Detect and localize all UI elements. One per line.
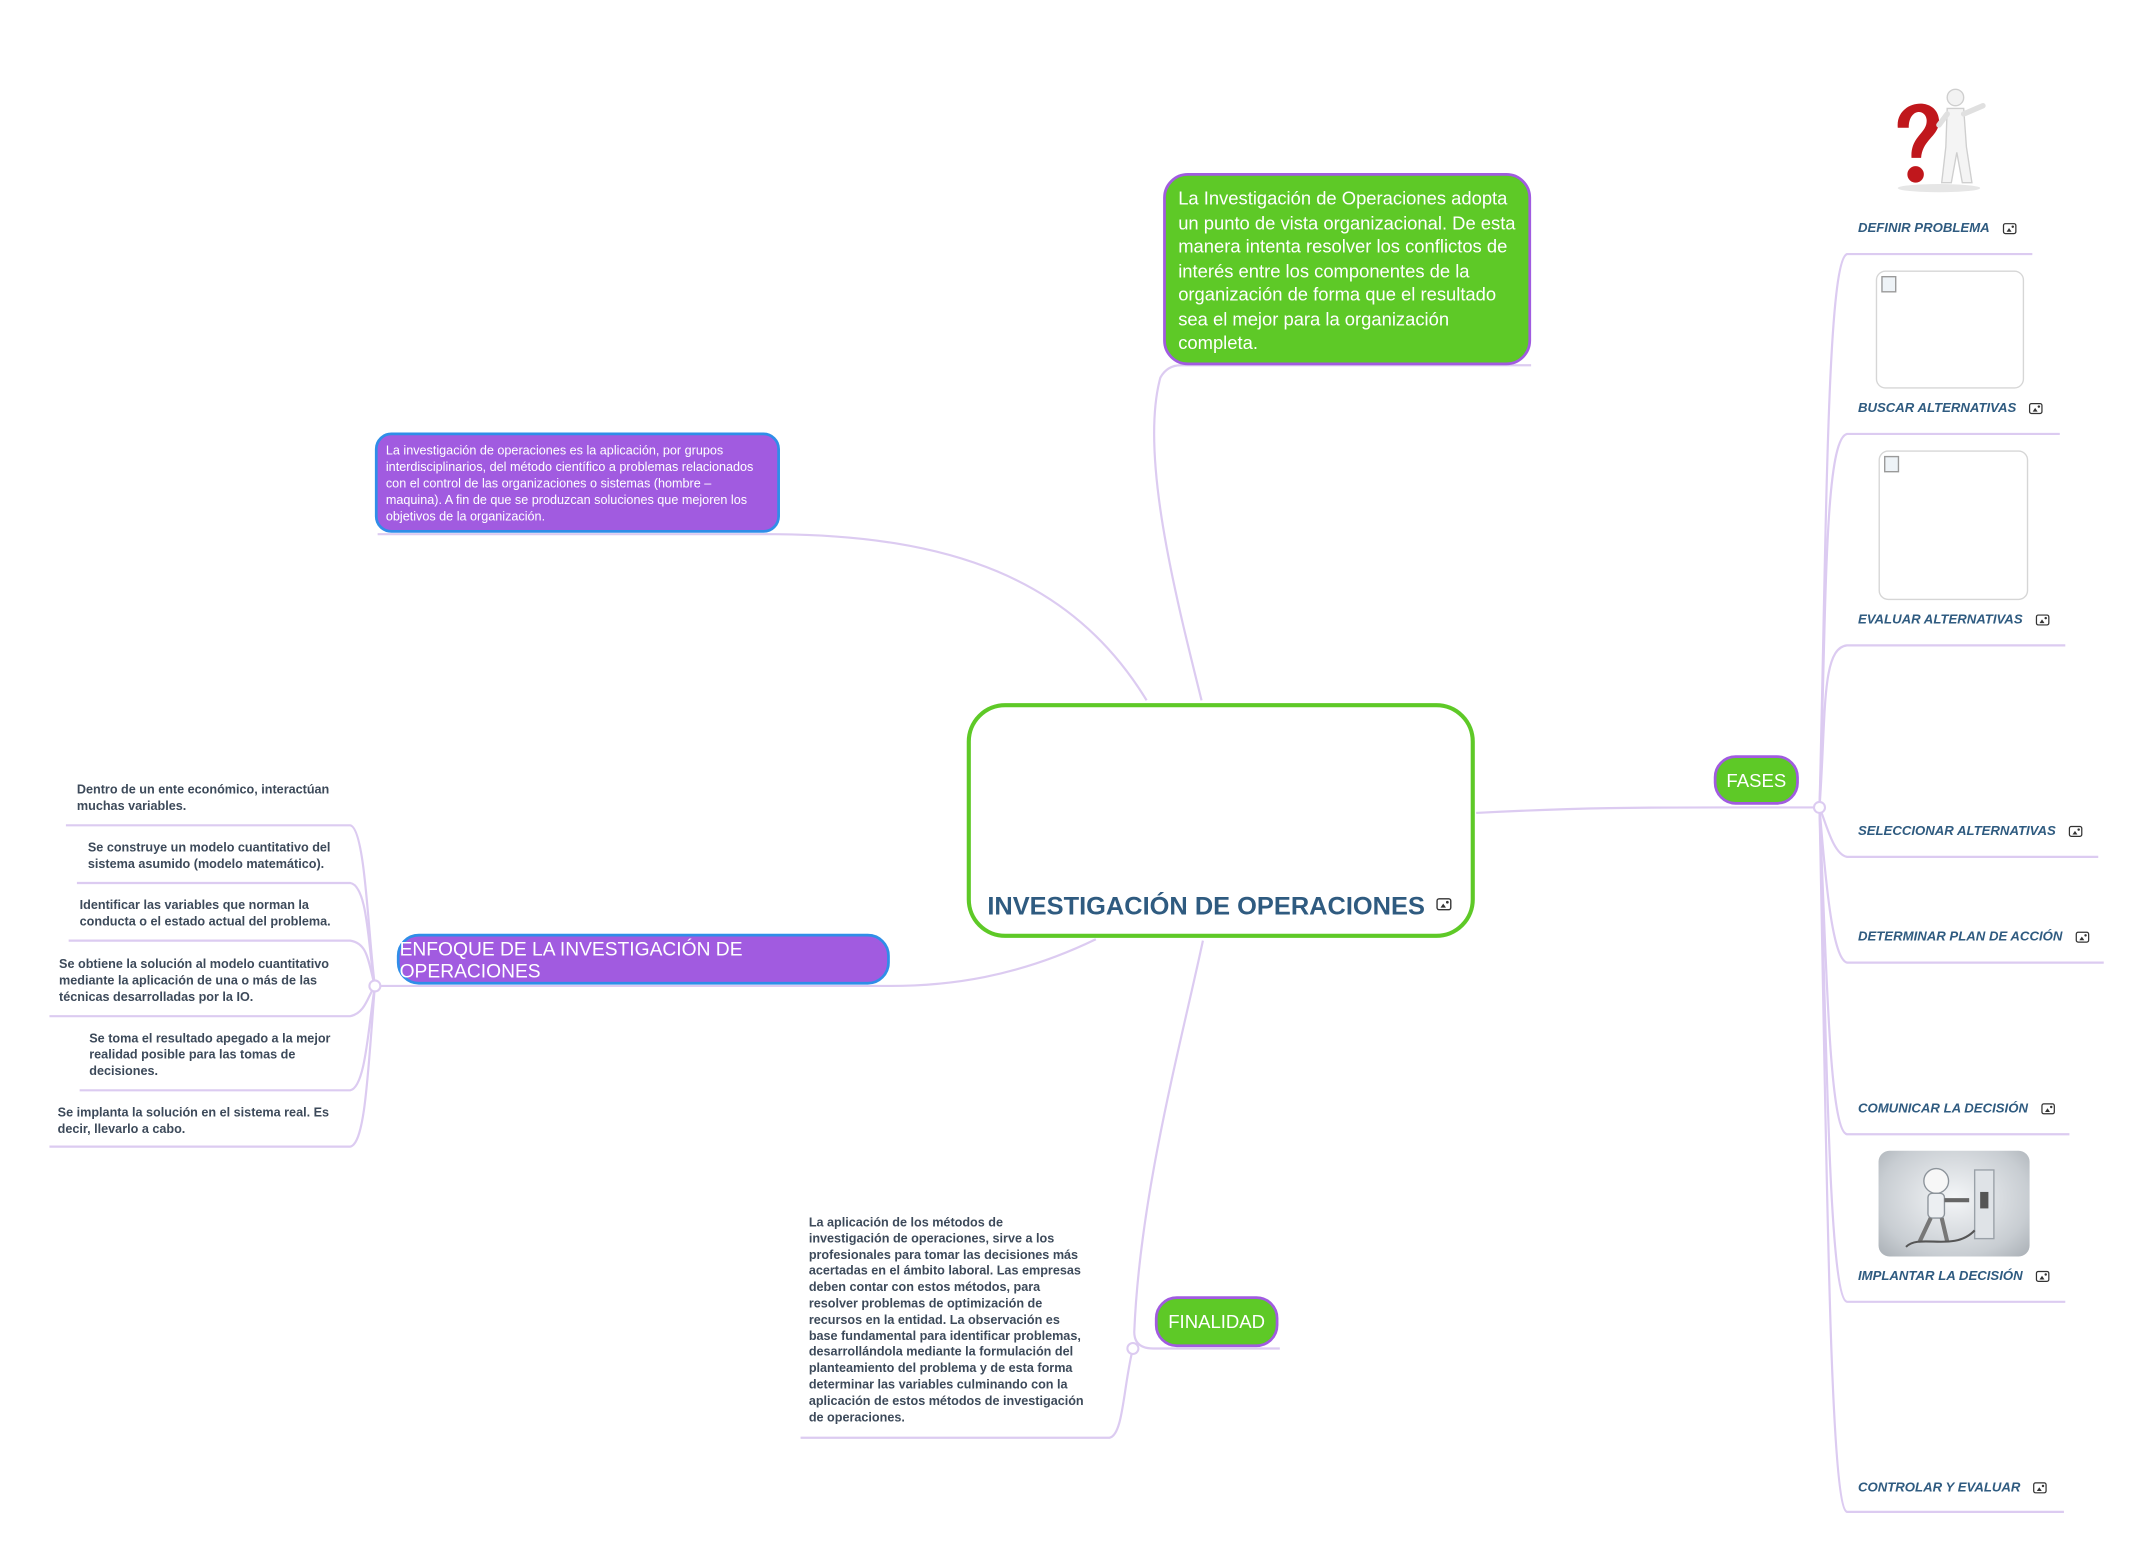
image-icon[interactable] [1436,898,1452,911]
question-mark-figure-image [1897,88,1986,193]
enfoque-item[interactable]: Se obtiene la solución al modelo cuantit… [59,957,329,1004]
organizational-view-text: La Investigación de Operaciones adopta u… [1178,188,1516,353]
fase-label: DEFINIR PROBLEMA [1857,221,1990,237]
fase-label: CONTROLAR Y EVALUAR [1857,1480,2021,1496]
organizational-view-box[interactable]: La Investigación de Operaciones adopta u… [1163,173,1532,366]
robot-plug-image [1878,1150,2030,1257]
definition-text: La investigación de operaciones es la ap… [385,443,754,524]
fase-buscar-alternativas[interactable]: BUSCAR ALTERNATIVAS [1858,401,2044,416]
buscar-alternativas-image [1875,270,2025,389]
central-topic-title: INVESTIGACIÓN DE OPERACIONES [987,891,1425,921]
fase-label: COMUNICAR LA DECISIÓN [1857,1101,2029,1117]
fase-seleccionar-alternativas[interactable]: SELECCIONAR ALTERNATIVAS [1858,824,2083,839]
finalidad-label: FINALIDAD [1168,1311,1266,1333]
fase-label: SELECCIONAR ALTERNATIVAS [1857,823,2056,840]
image-icon[interactable] [2041,1103,2055,1115]
image-icon[interactable] [2029,402,2043,415]
enfoque-item[interactable]: Se construye un modelo cuantitativo del … [87,840,331,871]
fase-label: EVALUAR ALTERNATIVAS [1857,612,2023,628]
enfoque-topic[interactable]: ENFOQUE DE LA INVESTIGACIÓN DE OPERACION… [396,933,890,985]
image-icon[interactable] [2035,1270,2050,1282]
finalidad-topic[interactable]: FINALIDAD [1154,1296,1279,1348]
enfoque-item[interactable]: Identificar las variables que norman la … [79,898,331,929]
fase-definir-problema[interactable]: DEFINIR PROBLEMA [1858,221,2017,236]
fase-label: BUSCAR ALTERNATIVAS [1857,400,2017,417]
finalidad-text[interactable]: La aplicación de los métodos de investig… [808,1215,1084,1424]
fase-label: DETERMINAR PLAN DE ACCIÓN [1857,929,2063,945]
evaluar-alternativas-image [1878,450,2029,601]
fases-topic[interactable]: FASES [1713,755,1799,805]
fase-label: IMPLANTAR LA DECISIÓN [1857,1268,2023,1284]
enfoque-label: ENFOQUE DE LA INVESTIGACIÓN DE OPERACION… [399,937,743,982]
image-icon[interactable] [2002,223,2017,235]
central-topic[interactable]: INVESTIGACIÓN DE OPERACIONES [966,703,1475,938]
definition-box[interactable]: La investigación de operaciones es la ap… [374,432,780,533]
fase-comunicar-decision[interactable]: COMUNICAR LA DECISIÓN [1858,1101,2056,1116]
image-icon[interactable] [2068,825,2083,838]
image-icon[interactable] [2035,614,2050,626]
fase-evaluar-alternativas[interactable]: EVALUAR ALTERNATIVAS [1857,612,2050,628]
fase-determinar-plan[interactable]: DETERMINAR PLAN DE ACCIÓN [1858,930,2090,945]
fase-controlar-evaluar[interactable]: CONTROLAR Y EVALUAR [1858,1480,2048,1495]
image-icon[interactable] [2033,1482,2048,1494]
enfoque-item[interactable]: Se implanta la solución en el sistema re… [57,1105,330,1136]
enfoque-item[interactable]: Dentro de un ente económico, interactúan… [76,782,330,813]
enfoque-item[interactable]: Se toma el resultado apegado a la mejor … [89,1031,331,1078]
fases-label: FASES [1726,769,1787,791]
fase-implantar-decision[interactable]: IMPLANTAR LA DECISIÓN [1858,1269,2050,1284]
image-icon[interactable] [2075,931,2090,943]
